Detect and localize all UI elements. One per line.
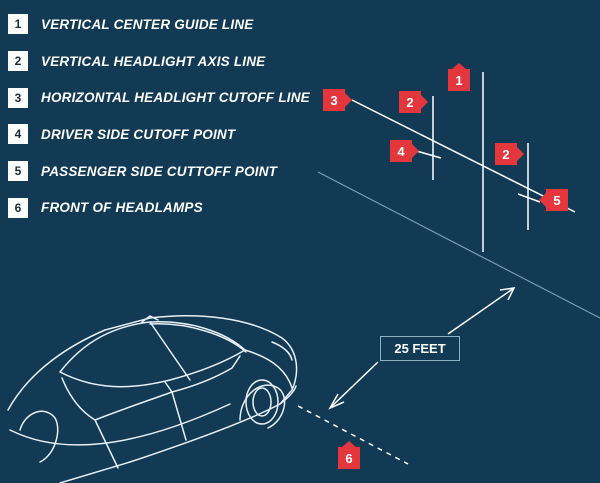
legend-label: DRIVER SIDE CUTOFF POINT [41,126,236,142]
callout-2-left: 2 [399,91,428,113]
callout-1: 1 [448,63,470,91]
distance-label: 25 FEET [380,336,460,361]
callout-6: 6 [338,441,360,469]
distance-arrow-lower [329,361,379,409]
horizontal-cutoff-line [351,99,576,213]
legend-item-6: 6 FRONT OF HEADLAMPS [8,189,310,226]
legend-item-3: 3 HORIZONTAL HEADLIGHT CUTOFF LINE [8,79,310,116]
callout-5: 5 [539,189,568,211]
callout-3: 3 [323,89,352,111]
legend-label: FRONT OF HEADLAMPS [41,200,203,216]
legend-item-5: 5 PASSENGER SIDE CUTTOFF POINT [8,153,310,190]
legend-number: 6 [8,197,28,218]
passenger-cutoff-tick [517,193,541,203]
callout-2-right: 2 [495,143,524,165]
legend-item-2: 2 VERTICAL HEADLIGHT AXIS LINE [8,43,310,80]
distance-arrow-upper [447,287,515,335]
legend-number: 3 [8,87,28,108]
legend-label: HORIZONTAL HEADLIGHT CUTOFF LINE [41,90,310,106]
legend: 1 VERTICAL CENTER GUIDE LINE 2 VERTICAL … [8,6,310,226]
wall-base-line [317,171,600,319]
callout-4: 4 [390,140,419,162]
legend-label: PASSENGER SIDE CUTTOFF POINT [41,163,278,179]
legend-label: VERTICAL CENTER GUIDE LINE [41,16,254,32]
distance-arrowhead-upper [499,287,516,301]
headlamp-front-line [297,405,409,465]
legend-number: 2 [8,51,28,72]
car-outline [7,315,298,483]
legend-item-4: 4 DRIVER SIDE CUTOFF POINT [8,116,310,153]
legend-number: 4 [8,124,28,145]
legend-label: VERTICAL HEADLIGHT AXIS LINE [41,53,266,69]
legend-number: 5 [8,161,28,182]
legend-item-1: 1 VERTICAL CENTER GUIDE LINE [8,6,310,43]
legend-number: 1 [8,14,28,35]
distance-arrowhead-lower [328,393,345,410]
